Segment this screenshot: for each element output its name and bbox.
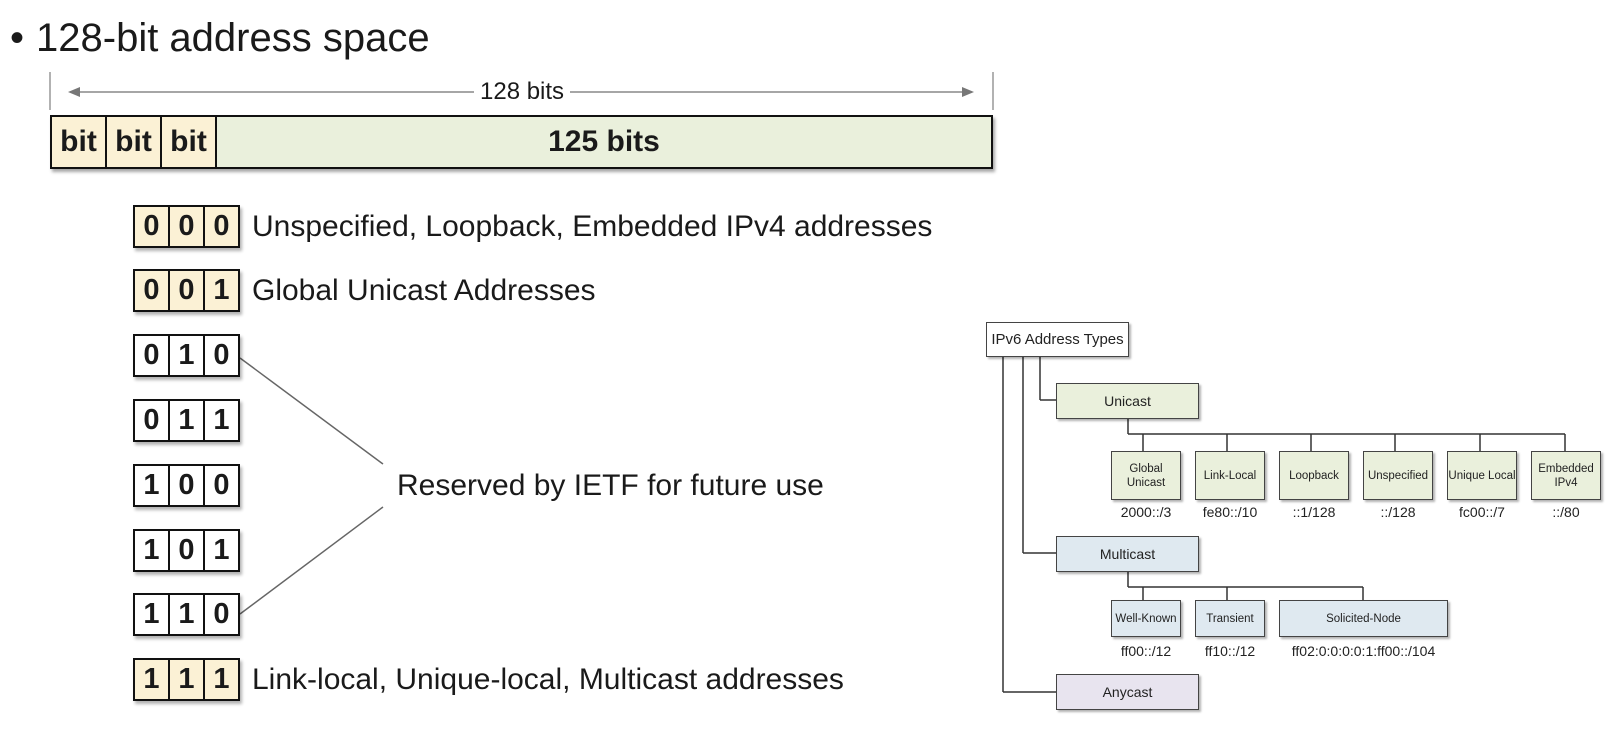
bullet-glyph: • bbox=[10, 16, 25, 60]
tree-node-unspecified: Unspecified bbox=[1363, 451, 1433, 500]
prefix-global-unicast: 2000::/3 bbox=[1120, 504, 1172, 520]
total-bits-label: 128 bits bbox=[474, 78, 571, 105]
prefix-well-known: ff00::/12 bbox=[1120, 643, 1172, 659]
prefix-bit: 0 bbox=[205, 336, 238, 375]
prefix-label-000: Unspecified, Loopback, Embedded IPv4 add… bbox=[252, 210, 933, 243]
prefix-bit: 0 bbox=[135, 207, 170, 246]
tree-node-solicited-node: Solicited-Node bbox=[1279, 600, 1448, 637]
tree-node-unique-local: Unique Local bbox=[1447, 451, 1517, 500]
tree-root: IPv6 Address Types bbox=[986, 322, 1129, 357]
section-heading: •128-bit address space bbox=[10, 14, 430, 62]
prefix-label-111: Link-local, Unique-local, Multicast addr… bbox=[252, 663, 844, 696]
prefix-bit: 1 bbox=[205, 660, 238, 699]
bit-cell: bit bbox=[52, 117, 107, 167]
prefix-loopback: ::1/128 bbox=[1292, 504, 1336, 520]
prefix-bit: 0 bbox=[205, 466, 238, 505]
prefix-bit: 0 bbox=[170, 271, 205, 310]
heading-text: 128-bit address space bbox=[36, 16, 430, 60]
prefix-bits-011: 0 1 1 bbox=[133, 399, 240, 442]
prefix-bits-110: 1 1 0 bbox=[133, 593, 240, 636]
reserved-label: Reserved by IETF for future use bbox=[397, 469, 824, 502]
prefix-solicited-node: ff02:0:0:0:0:1:ff00::/104 bbox=[1291, 643, 1436, 659]
tree-node-loopback: Loopback bbox=[1279, 451, 1349, 500]
prefix-unspecified: ::/128 bbox=[1380, 504, 1416, 520]
reserved-line-top bbox=[239, 357, 384, 465]
prefix-bit: 0 bbox=[135, 401, 170, 440]
prefix-bit: 1 bbox=[205, 271, 238, 310]
span-label-wrapper: 128 bits bbox=[474, 78, 571, 105]
prefix-bit: 1 bbox=[205, 401, 238, 440]
tree-node-link-local: Link-Local bbox=[1195, 451, 1265, 500]
prefix-transient: ff10::/12 bbox=[1204, 643, 1256, 659]
prefix-unique-local: fc00::/7 bbox=[1459, 504, 1505, 520]
prefix-bits-001: 0 0 1 bbox=[133, 269, 240, 312]
prefix-bits-111: 1 1 1 bbox=[133, 658, 240, 701]
tree-node-global-unicast: Global Unicast bbox=[1111, 451, 1181, 500]
prefix-bit: 1 bbox=[135, 531, 170, 570]
prefix-embedded-ipv4: ::/80 bbox=[1552, 504, 1580, 520]
bit-cell: bit bbox=[107, 117, 162, 167]
prefix-bit: 0 bbox=[170, 207, 205, 246]
prefix-bit: 0 bbox=[170, 466, 205, 505]
prefix-bit: 1 bbox=[170, 595, 205, 634]
prefix-bit: 0 bbox=[135, 336, 170, 375]
tree-node-multicast: Multicast bbox=[1056, 536, 1199, 572]
prefix-bits-101: 1 0 1 bbox=[133, 529, 240, 572]
tree-node-anycast: Anycast bbox=[1056, 674, 1199, 710]
prefix-bit: 1 bbox=[170, 401, 205, 440]
prefix-bits-010: 0 1 0 bbox=[133, 334, 240, 377]
prefix-bit: 0 bbox=[170, 531, 205, 570]
prefix-bit: 1 bbox=[135, 660, 170, 699]
prefix-label-001: Global Unicast Addresses bbox=[252, 274, 596, 307]
tree-node-unicast: Unicast bbox=[1056, 383, 1199, 419]
prefix-bit: 1 bbox=[170, 336, 205, 375]
prefix-bit: 1 bbox=[170, 660, 205, 699]
address-bit-bar: bit bit bit 125 bits bbox=[50, 115, 993, 169]
tree-node-well-known: Well-Known bbox=[1111, 600, 1181, 637]
prefix-bits-100: 1 0 0 bbox=[133, 464, 240, 507]
remaining-bits-cell: 125 bits bbox=[217, 117, 991, 167]
prefix-bit: 1 bbox=[135, 595, 170, 634]
reserved-line-bottom bbox=[239, 506, 384, 615]
span-arrow-left-head bbox=[68, 87, 80, 97]
span-arrow-right-head bbox=[962, 87, 974, 97]
prefix-bit: 0 bbox=[135, 271, 170, 310]
prefix-bit: 0 bbox=[205, 207, 238, 246]
tree-node-transient: Transient bbox=[1195, 600, 1265, 637]
prefix-bits-000: 0 0 0 bbox=[133, 205, 240, 248]
prefix-bit: 0 bbox=[205, 595, 238, 634]
bit-cell: bit bbox=[162, 117, 217, 167]
prefix-link-local: fe80::/10 bbox=[1202, 504, 1258, 520]
tree-node-embedded-ipv4: Embedded IPv4 bbox=[1531, 451, 1601, 500]
prefix-bit: 1 bbox=[205, 531, 238, 570]
prefix-bit: 1 bbox=[135, 466, 170, 505]
